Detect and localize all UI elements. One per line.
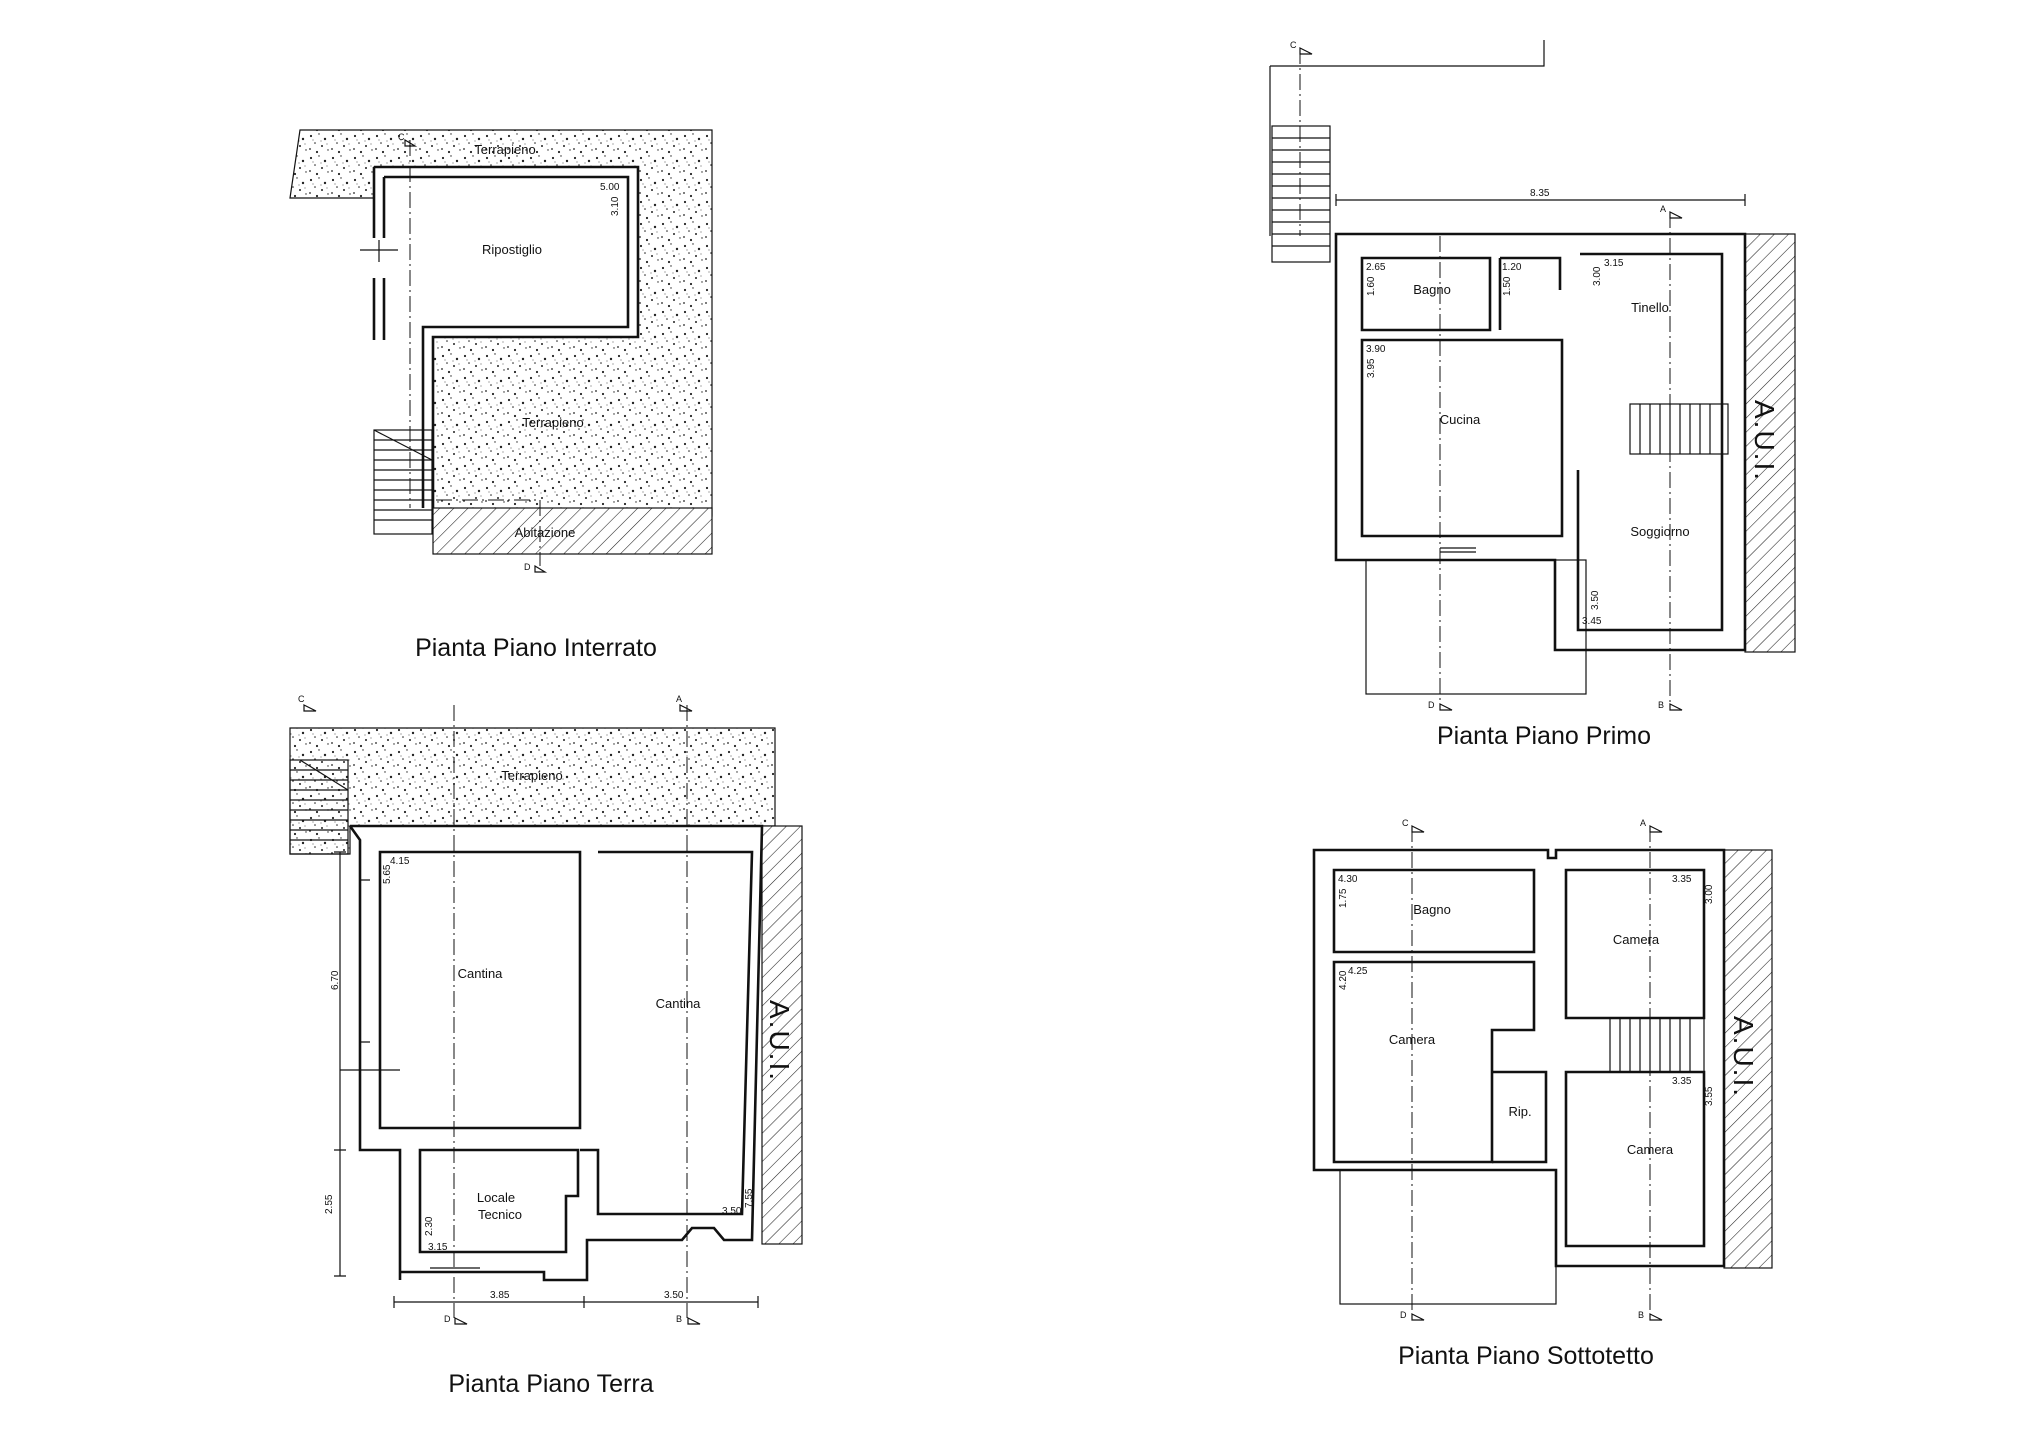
stair-primo-inner bbox=[1629, 403, 1729, 455]
dimension-label: 3.00 bbox=[1592, 266, 1603, 286]
dimension-label: 2.30 bbox=[424, 1216, 435, 1236]
room-label: Cantina bbox=[656, 996, 702, 1011]
section-label: D bbox=[1428, 700, 1435, 710]
section-label: C bbox=[1402, 818, 1409, 828]
dimension-label: 8.35 bbox=[1530, 188, 1550, 199]
stair-primo bbox=[1271, 125, 1331, 263]
section-label: C bbox=[398, 132, 405, 142]
plan-primo: 8.35 C A D B 2.65 1.60 1.20 1.50 3.15 3.… bbox=[1269, 40, 1796, 750]
dimension-label: 7.55 bbox=[744, 1188, 755, 1208]
dimension-label: 4.30 bbox=[1338, 874, 1358, 885]
room-label: Locale bbox=[477, 1190, 515, 1205]
room-label: Ripostiglio bbox=[482, 242, 542, 257]
dimension-label: 4.15 bbox=[390, 856, 410, 867]
section-label: B bbox=[676, 1314, 682, 1324]
section-label: A bbox=[676, 694, 682, 704]
dimension-label: 3.10 bbox=[610, 196, 621, 216]
dimension-label: 3.50 bbox=[722, 1206, 742, 1217]
dimension-label: 3.55 bbox=[1704, 1086, 1715, 1106]
plan-title: Pianta Piano Sottotetto bbox=[1398, 1342, 1654, 1370]
section-label: A bbox=[1660, 204, 1666, 214]
dimension-label: 2.65 bbox=[1366, 262, 1386, 273]
room-label: Terrapieno bbox=[501, 768, 562, 783]
dimension-label: 2.55 bbox=[324, 1194, 335, 1214]
dimension-label: 6.70 bbox=[330, 970, 341, 990]
room-label: Cantina bbox=[458, 966, 504, 981]
dimension-label: 3.15 bbox=[428, 1242, 448, 1253]
dimension-label: 5.65 bbox=[382, 864, 393, 884]
dimension-label: 1.75 bbox=[1338, 888, 1349, 908]
room-label: Camera bbox=[1627, 1142, 1674, 1157]
stair-sottotetto bbox=[1609, 1017, 1705, 1073]
dimension-label: 3.95 bbox=[1366, 358, 1377, 378]
section-label: D bbox=[1400, 1310, 1407, 1320]
room-label: Bagno bbox=[1413, 282, 1451, 297]
room-label: Tinello bbox=[1631, 300, 1669, 315]
dimension-label: 5.00 bbox=[600, 182, 620, 193]
section-label: D bbox=[524, 562, 531, 572]
plan-title: Pianta Piano Interrato bbox=[415, 634, 657, 662]
room-label: Tecnico bbox=[478, 1207, 522, 1222]
aui-label: A.U.I. bbox=[764, 1000, 795, 1082]
plan-title: Pianta Piano Terra bbox=[448, 1370, 653, 1398]
dimension-label: 3.50 bbox=[1590, 590, 1601, 610]
aui-label: A.U.I. bbox=[1749, 400, 1780, 482]
dimension-label: 3.50 bbox=[664, 1290, 684, 1301]
room-label: Cucina bbox=[1440, 412, 1481, 427]
dimension-label: 3.35 bbox=[1672, 1076, 1692, 1087]
dimension-label: 3.85 bbox=[490, 1290, 510, 1301]
dimension-label: 4.25 bbox=[1348, 966, 1368, 977]
room-label: Soggiorno bbox=[1630, 524, 1689, 539]
section-label: B bbox=[1658, 700, 1664, 710]
dimension-label: 3.15 bbox=[1604, 258, 1624, 269]
section-label: B bbox=[1638, 1310, 1644, 1320]
section-label: C bbox=[298, 694, 305, 704]
room-label: Camera bbox=[1389, 1032, 1436, 1047]
room-label: Terrapieno bbox=[474, 142, 535, 157]
plan-interrato: C D Terrapieno Ripostiglio Terrapieno Ab… bbox=[289, 129, 713, 662]
room-label: Bagno bbox=[1413, 902, 1451, 917]
section-label: A bbox=[1640, 818, 1646, 828]
abitazione-hatch bbox=[432, 507, 713, 555]
aui-hatch bbox=[761, 825, 803, 1245]
dimension-label: 1.20 bbox=[1502, 262, 1522, 273]
dimension-label: 3.35 bbox=[1672, 874, 1692, 885]
plan-terra: C A D B 6.70 2.55 3.85 3.50 4.15 5.65 3.… bbox=[289, 694, 803, 1398]
plan-sottotetto: C A D B 4.30 1.75 4.25 4.20 3.35 3.00 3.… bbox=[1312, 818, 1773, 1370]
section-label: D bbox=[444, 1314, 451, 1324]
room-label: Abitazione bbox=[515, 525, 576, 540]
stair-terra bbox=[289, 759, 349, 855]
dimension-label: 4.20 bbox=[1338, 970, 1349, 990]
dimension-label: 3.90 bbox=[1366, 344, 1386, 355]
section-label: C bbox=[1290, 40, 1297, 50]
dimension-label: 1.50 bbox=[1502, 276, 1513, 296]
room-label: Camera bbox=[1613, 932, 1660, 947]
plan-title: Pianta Piano Primo bbox=[1437, 722, 1651, 750]
aui-label: A.U.I. bbox=[1728, 1016, 1759, 1098]
dimension-label: 3.00 bbox=[1704, 884, 1715, 904]
stair-interrato bbox=[373, 429, 433, 535]
room-label: Terrapieno bbox=[522, 415, 583, 430]
room-label: Rip. bbox=[1508, 1104, 1531, 1119]
dimension-label: 1.60 bbox=[1366, 276, 1377, 296]
dimension-label: 3.45 bbox=[1582, 616, 1602, 627]
